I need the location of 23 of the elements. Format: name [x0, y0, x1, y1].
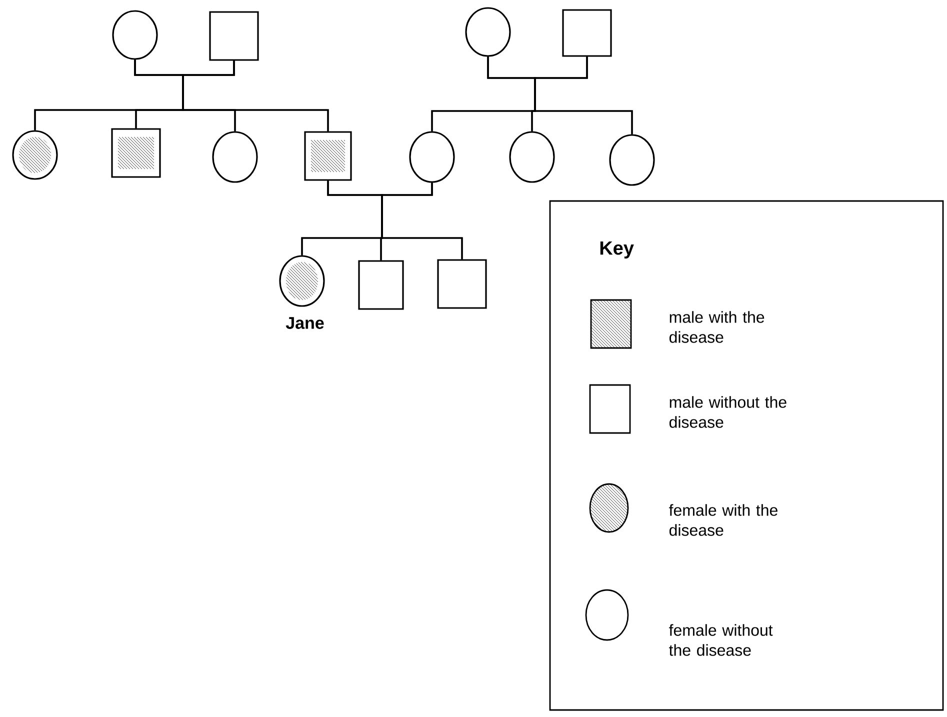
female-symbol — [465, 7, 511, 57]
key-title: Key — [600, 242, 634, 258]
female-symbol — [212, 131, 258, 183]
male-symbol — [358, 260, 404, 310]
legend-text: female with the disease — [669, 504, 778, 536]
name-label: Jane — [286, 317, 324, 329]
affected-female-symbol — [279, 255, 325, 307]
pedigree-line — [381, 182, 463, 260]
male-symbol — [562, 9, 612, 57]
legend-text: male without the disease — [669, 396, 786, 428]
legend-text: female without the disease — [669, 624, 773, 656]
female-symbol — [509, 131, 555, 183]
affected-male-symbol — [111, 128, 161, 178]
female-symbol — [409, 131, 455, 183]
affected-female-symbol — [12, 130, 58, 180]
affected-male-symbol — [304, 131, 352, 181]
pedigree-line — [182, 60, 329, 132]
female-symbol — [609, 134, 655, 186]
male-symbol — [209, 11, 259, 61]
male-symbol — [437, 259, 487, 309]
female-symbol — [112, 10, 158, 60]
pedigree-line — [534, 56, 633, 134]
legend-text: male with the disease — [669, 311, 764, 343]
